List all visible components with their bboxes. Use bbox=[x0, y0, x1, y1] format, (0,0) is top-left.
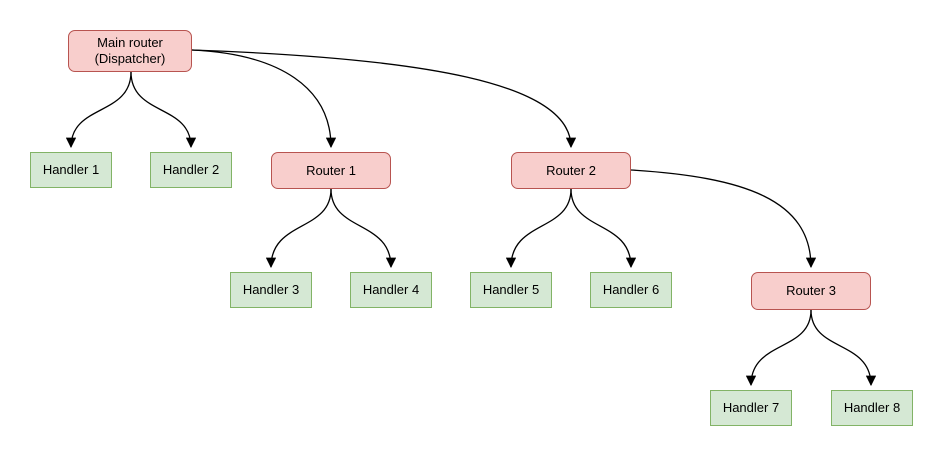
node-handler-2: Handler 2 bbox=[150, 152, 232, 188]
edge-main-router-to-router-2 bbox=[191, 49, 577, 149]
node-main-router: Main router (Dispatcher) bbox=[68, 30, 192, 72]
edge-router-1-to-handler-4 bbox=[330, 188, 397, 269]
node-handler-8: Handler 8 bbox=[831, 390, 913, 426]
node-handler-6-label: Handler 6 bbox=[602, 282, 660, 297]
node-handler-4: Handler 4 bbox=[350, 272, 432, 308]
node-handler-5: Handler 5 bbox=[470, 272, 552, 308]
edge-router-2-to-handler-6 bbox=[570, 188, 637, 269]
node-router-3-label: Router 3 bbox=[786, 283, 836, 298]
node-handler-5-label: Handler 5 bbox=[482, 282, 540, 297]
node-handler-3: Handler 3 bbox=[230, 272, 312, 308]
node-main-router-label-line1: Main router bbox=[97, 35, 163, 50]
node-handler-3-label: Handler 3 bbox=[242, 282, 300, 297]
node-router-2-label: Router 2 bbox=[546, 162, 596, 178]
edge-router-3-to-handler-7 bbox=[745, 309, 812, 387]
node-handler-2-label: Handler 2 bbox=[162, 162, 220, 177]
node-handler-6: Handler 6 bbox=[590, 272, 672, 308]
node-router-1-label: Router 1 bbox=[306, 162, 356, 178]
node-router-2: Router 2 bbox=[511, 152, 631, 189]
node-handler-7: Handler 7 bbox=[710, 390, 792, 426]
edge-main-router-to-router-1 bbox=[191, 49, 337, 149]
node-handler-1-label: Handler 1 bbox=[42, 162, 100, 177]
node-handler-7-label: Handler 7 bbox=[722, 400, 780, 415]
node-handler-4-label: Handler 4 bbox=[362, 282, 420, 297]
node-main-router-label-line2: (Dispatcher) bbox=[94, 51, 166, 66]
edge-main-router-to-handler-2 bbox=[130, 71, 197, 149]
node-router-3: Router 3 bbox=[751, 272, 871, 310]
node-handler-1: Handler 1 bbox=[30, 152, 112, 188]
edge-router-2-to-router-3 bbox=[630, 169, 817, 269]
edge-router-2-to-handler-5 bbox=[505, 188, 572, 269]
node-router-1: Router 1 bbox=[271, 152, 391, 189]
edge-router-3-to-handler-8 bbox=[810, 309, 877, 387]
node-handler-8-label: Handler 8 bbox=[843, 400, 901, 415]
edge-main-router-to-handler-1 bbox=[65, 71, 132, 149]
edge-router-1-to-handler-3 bbox=[265, 188, 332, 269]
